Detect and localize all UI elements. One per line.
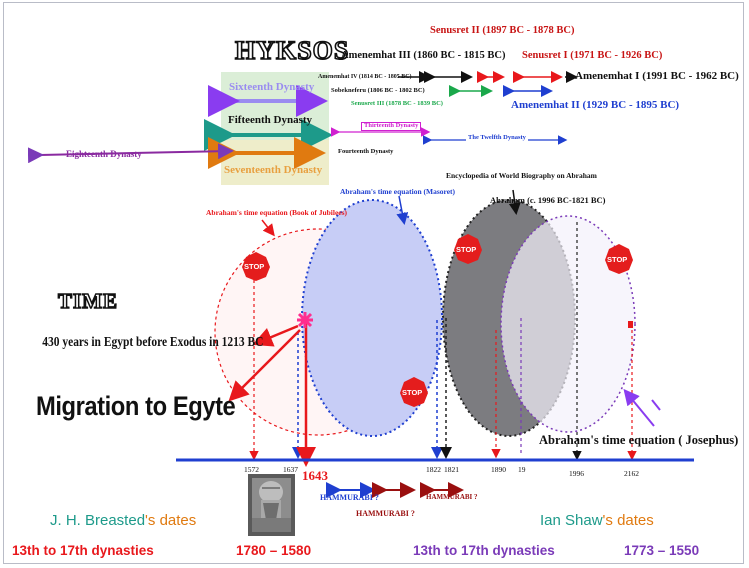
eighteenth-dynasty-label: Eighteenth Dynasty — [66, 149, 142, 159]
shaw-suffix: 's dates — [602, 512, 654, 529]
tick-19: 19 — [518, 465, 526, 474]
amenemhat2-label: Amenemhat II (1929 BC - 1895 BC) — [511, 99, 680, 111]
shaw-dates-label: Ian Shaw's dates — [540, 513, 654, 528]
migration-title: Migration to Egyte — [36, 391, 236, 421]
star-to-migration-arrow — [228, 329, 301, 402]
breasted-range: 1780 – 1580 — [236, 543, 312, 558]
tick-1890: 1890 — [491, 465, 506, 474]
sixteenth-dynasty-label: Sixteenth Dynasty — [229, 81, 315, 93]
breasted-name: J. H. Breasted — [50, 512, 146, 529]
breasted-dynasties: 13th to 17th dynasties — [12, 543, 154, 558]
fifteenth-dynasty-label: Fifteenth Dynasty — [228, 114, 313, 126]
stop-sign-3-label: STOP — [456, 245, 477, 254]
twelfth-dynasty-box-label: The Twelfth Dynasty — [466, 134, 528, 142]
diagram-frame — [3, 2, 744, 564]
josephus-equation-label: Abraham's time equation ( Josephus) — [539, 433, 739, 447]
star-to-430-arrow — [252, 324, 299, 347]
breasted-dates-label: J. H. Breasted's dates — [50, 513, 196, 528]
hammurabi-label-c: HAMMURABI ? — [426, 493, 478, 501]
senusret2-label: Senusret II (1897 BC - 1878 BC) — [430, 25, 575, 36]
amenemhat3-label: Amenemhat III (1860 BC - 1815 BC) — [341, 50, 506, 61]
encyclopedia-label: Encyclopedia of World Biography on Abrah… — [446, 171, 597, 180]
seventeenth-dynasty-label: Seventeenth Dynasty — [224, 164, 323, 176]
hyksos-box-yellow-band — [221, 140, 329, 185]
time-title: TIME — [57, 289, 119, 313]
josephus-label-arrow — [623, 388, 655, 427]
four-thirty-years-label: 430 years in Egypt before Exodus in 1213… — [42, 335, 264, 350]
josephus-red-marker — [628, 321, 633, 328]
encyclopedia-label-arrow — [508, 189, 521, 215]
amenemhat1-label: Amenemhat I (1991 BC - 1962 BC) — [575, 70, 739, 82]
amenemhat4-label: Amenemhat IV (1814 BC - 1805 BC) — [318, 74, 412, 80]
josephus-circle — [500, 215, 636, 433]
shaw-name: Ian Shaw — [540, 512, 603, 529]
eighteenth-dynasty-arrow — [27, 143, 234, 164]
masoretic-label-arrow — [396, 195, 409, 225]
abraham-dates-label: Abraham (c. 1996 BC-1821 BC) — [490, 195, 606, 205]
breasted-suffix: 's dates — [145, 512, 197, 529]
jubilees-equation-label: Abraham's time equation (Book of Jubilee… — [206, 208, 348, 217]
senusret3-label: Senusret III (1878 BC - 1839 BC) — [351, 100, 443, 107]
stop-sign-2-label: STOP — [402, 388, 423, 397]
jubilees-label-arrow — [261, 219, 275, 237]
hyksos-title: HYKSOS — [234, 36, 350, 65]
tick-1572: 1572 — [244, 465, 259, 474]
thirteenth-dynasty-box-label: Thirteenth Dynasty — [361, 122, 422, 131]
fourteenth-dynasty-label: Fourteenth Dynasty — [338, 148, 394, 155]
hammurabi-label-b: HAMMURABI ? — [356, 509, 415, 518]
tick-1996: 1996 — [569, 469, 584, 478]
shaw-range: 1773 – 1550 — [624, 543, 700, 558]
tick-2162: 2162 — [624, 469, 639, 478]
hammurabi-label-a: HAMMURABI ? — [320, 493, 379, 502]
tick-1822: 1822 — [426, 465, 441, 474]
tick-1643: 1643 — [302, 468, 328, 483]
tick-1637: 1637 — [283, 465, 298, 474]
stop-sign-2 — [400, 377, 428, 407]
sobekneferu-label: Sobekneferu (1806 BC - 1802 BC) — [331, 87, 425, 94]
shaw-dynasties: 13th to 17th dynasties — [413, 543, 555, 558]
masoretic-equation-label: Abraham's time equation (Masoret) — [340, 187, 456, 196]
masoretic-circle — [301, 199, 443, 437]
hammurabi-statue-image — [248, 474, 295, 536]
stop-sign-4-label: STOP — [607, 255, 628, 264]
stop-sign-1-label: STOP — [244, 262, 265, 271]
stop-sign-3 — [454, 234, 482, 264]
tick-1821: 1821 — [444, 465, 459, 474]
stop-sign-4 — [605, 244, 633, 274]
migration-star — [297, 312, 313, 328]
stop-sign-1 — [242, 252, 270, 281]
senusret1-label: Senusret I (1971 BC - 1926 BC) — [522, 50, 663, 61]
josephus-curve — [651, 399, 661, 411]
